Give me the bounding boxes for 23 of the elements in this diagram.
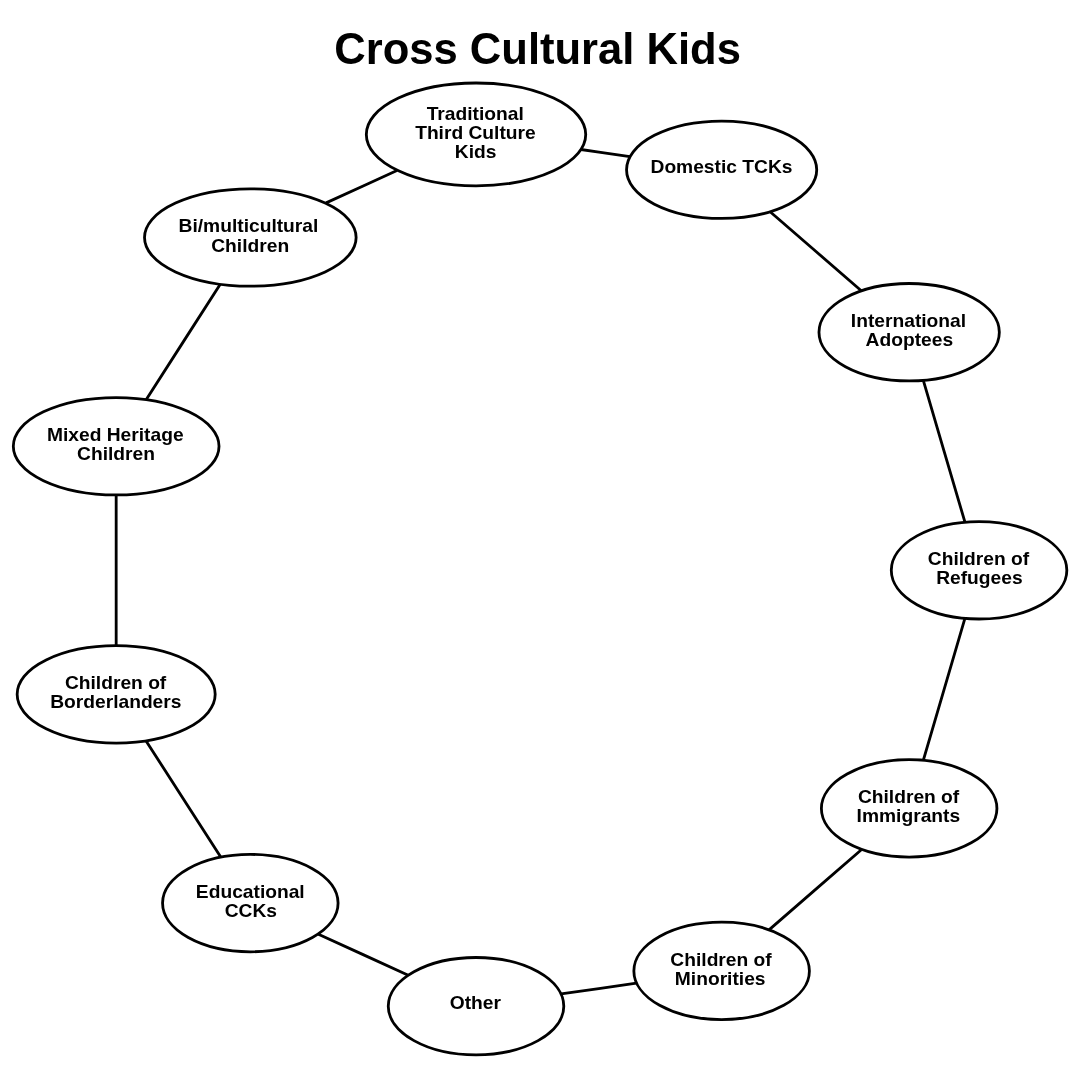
connector [921,618,967,761]
node-ellipse: Children of Minorities [632,920,811,1021]
node-ellipse: International Adoptees [817,282,1001,383]
connector [768,848,863,931]
connector [580,148,631,158]
connector [114,495,118,646]
node-ellipse: Educational CCKs [161,853,340,954]
connector [145,283,222,401]
node-ellipse: Children of Immigrants [820,758,999,859]
diagram-title: Cross Cultural Kids [334,24,741,73]
node-ellipse: Mixed Heritage Children [11,396,221,497]
node-ellipse: Other [386,956,566,1057]
node-ellipse: Bi/multicultural Children [143,187,358,288]
connector [325,169,398,205]
connector [560,981,637,996]
connector [144,740,222,858]
node-ellipse: Children of Borderlanders [15,644,217,745]
node-ellipse: Children of Refugees [889,520,1069,621]
connector [317,932,409,977]
connector [921,380,967,523]
node-ellipse: Domestic TCKs [625,119,819,220]
node-ellipse: Traditional Third Culture Kids [364,81,588,188]
connector [769,210,863,292]
